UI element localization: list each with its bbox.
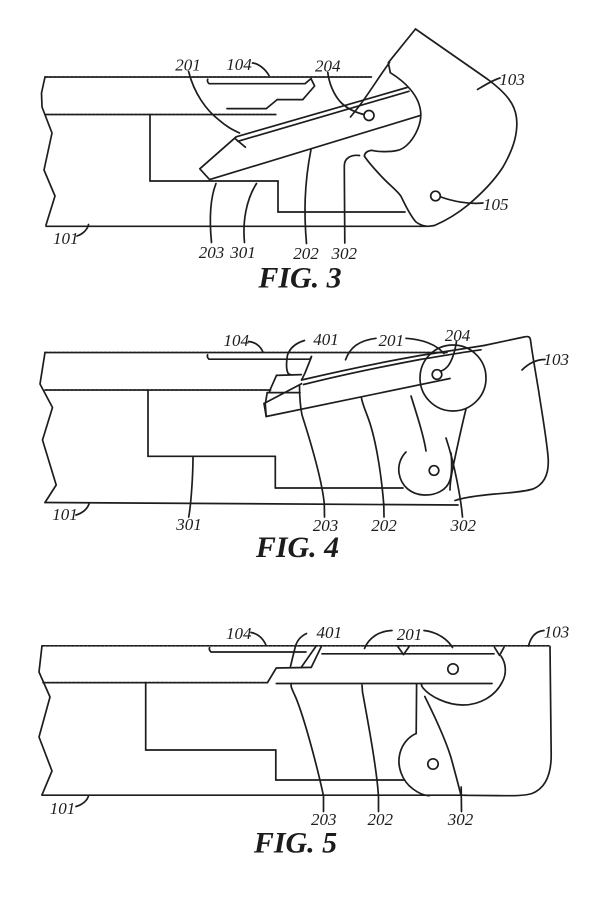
svg-text:104: 104 <box>224 331 250 350</box>
svg-text:101: 101 <box>53 229 79 248</box>
svg-text:201: 201 <box>397 625 423 644</box>
svg-text:302: 302 <box>449 516 476 535</box>
svg-text:101: 101 <box>52 505 78 524</box>
svg-text:202: 202 <box>371 516 397 535</box>
svg-text:201: 201 <box>175 56 201 75</box>
svg-text:103: 103 <box>544 623 570 642</box>
svg-text:204: 204 <box>315 57 341 76</box>
svg-text:203: 203 <box>199 243 225 262</box>
svg-text:204: 204 <box>445 326 471 345</box>
svg-text:302: 302 <box>447 810 474 829</box>
svg-text:201: 201 <box>378 331 404 350</box>
svg-text:401: 401 <box>313 330 339 349</box>
svg-text:203: 203 <box>311 810 337 829</box>
svg-text:104: 104 <box>226 55 252 74</box>
svg-text:103: 103 <box>543 350 569 369</box>
svg-text:302: 302 <box>331 244 358 263</box>
svg-text:202: 202 <box>368 810 394 829</box>
svg-text:104: 104 <box>226 624 252 643</box>
svg-text:401: 401 <box>317 623 343 642</box>
svg-text:203: 203 <box>313 516 339 535</box>
svg-text:105: 105 <box>483 195 509 214</box>
svg-text:FIG. 3: FIG. 3 <box>257 262 341 295</box>
svg-text:301: 301 <box>175 515 202 534</box>
svg-text:301: 301 <box>229 243 256 262</box>
svg-text:FIG. 4: FIG. 4 <box>255 531 339 564</box>
svg-text:FIG. 5: FIG. 5 <box>253 827 337 860</box>
svg-text:101: 101 <box>50 799 76 818</box>
svg-text:202: 202 <box>293 244 319 263</box>
svg-text:103: 103 <box>499 70 525 89</box>
